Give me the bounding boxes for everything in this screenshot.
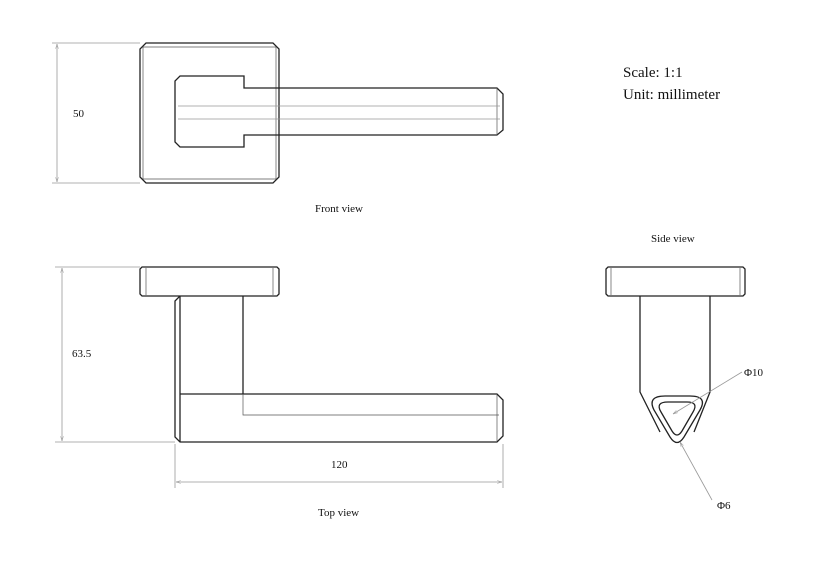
inner-diameter-label: Φ6	[717, 500, 731, 512]
dimension-120: 120	[331, 459, 348, 471]
leader-phi6	[680, 442, 713, 501]
top-view-label: Top view	[318, 507, 360, 519]
dimension-63-5: 63.5	[72, 348, 92, 360]
front-view-label: Front view	[315, 203, 363, 215]
lever-neck	[174, 75, 504, 148]
outer-diameter-label: Φ10	[744, 367, 764, 379]
triangle-inner	[658, 401, 696, 436]
dimension-50: 50	[73, 108, 84, 120]
unit-note: Unit: millimeter	[623, 87, 721, 103]
shank-outline	[639, 296, 711, 433]
lever-body	[174, 295, 504, 443]
front-view	[52, 42, 504, 184]
rose-outline	[139, 42, 280, 184]
top-view	[55, 266, 504, 488]
leader-phi10	[673, 371, 743, 414]
side-view	[605, 266, 746, 501]
scale-note: Scale: 1:1	[623, 65, 683, 81]
rose-side	[139, 266, 280, 297]
triangle-outer	[651, 395, 704, 444]
side-view-label: Side view	[651, 233, 695, 245]
